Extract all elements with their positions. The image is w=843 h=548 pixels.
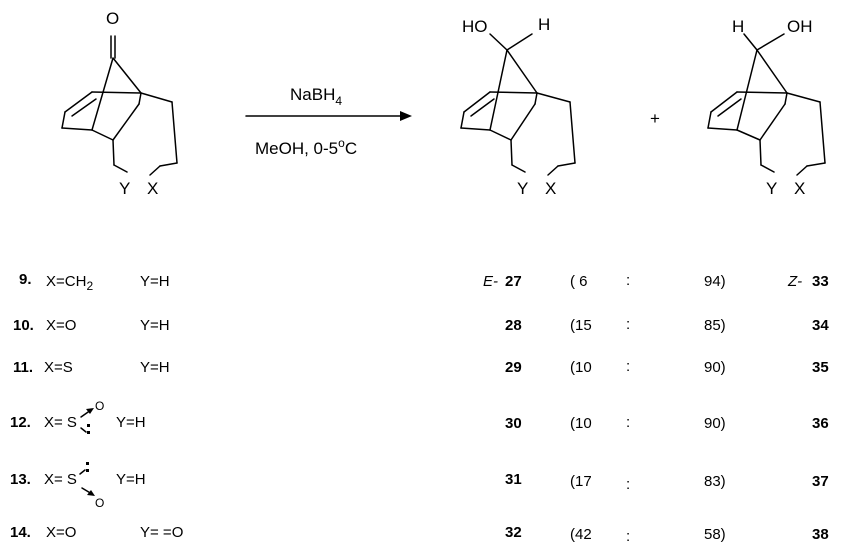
- x-substituent: X=CH2: [46, 273, 93, 293]
- table-row: 14. X=O Y= =O 32 (42 : 58) 38: [10, 524, 829, 545]
- e-prefix: E-: [483, 273, 498, 290]
- ratio-z: 58): [704, 526, 726, 543]
- compound-number: 12.: [10, 414, 31, 431]
- lone-pair-dot: [86, 469, 89, 472]
- table-row: 13. X= S O Y=H 31 (17 : 83) 37: [10, 462, 829, 510]
- e-product-number: 29: [505, 359, 522, 376]
- product-e-x-label: X: [545, 179, 556, 198]
- table-row: 10. X=O Y=H 28 (15 : 85) 34: [13, 316, 829, 334]
- product-z: H OH Y X: [707, 17, 826, 198]
- table-row: 11. X=S Y=H 29 (10 : 90) 35: [13, 358, 829, 376]
- product-z-hydroxyl-label: OH: [787, 17, 813, 36]
- sulfoxide-oxygen-label: O: [95, 399, 104, 413]
- x-substituent: X= S: [44, 414, 77, 431]
- ratio-e: (17: [570, 473, 592, 490]
- e-product-number: 30: [505, 415, 522, 432]
- ketone-x-label: X: [147, 179, 158, 198]
- ratio-z: 85): [704, 317, 726, 334]
- ratio-e: (10: [570, 415, 592, 432]
- sulfoxide-oxygen-down: O: [79, 462, 104, 510]
- table-row: 12. X= S O Y=H 30 (10 : 90) 36: [10, 399, 829, 434]
- z-product-number: 33: [812, 273, 829, 290]
- z-product-number: 36: [812, 415, 829, 432]
- lone-pair-dot: [86, 462, 89, 465]
- e-product-number: 31: [505, 471, 522, 488]
- product-z-hydrogen-label: H: [732, 17, 744, 36]
- product-e: HO H Y X: [460, 15, 576, 198]
- ratio-separator: :: [626, 272, 630, 289]
- ratio-separator: :: [626, 358, 630, 375]
- ratio-z: 90): [704, 359, 726, 376]
- e-product-number: 27: [505, 273, 522, 290]
- y-substituent: Y=H: [116, 414, 146, 431]
- ratio-z: 94): [704, 273, 726, 290]
- product-z-y-label: Y: [766, 179, 777, 198]
- ratio-z: 90): [704, 415, 726, 432]
- e-product-number: 28: [505, 317, 522, 334]
- ratio-separator: :: [626, 414, 630, 431]
- y-substituent: Y=H: [140, 273, 170, 290]
- reagent-label: NaBH4: [290, 85, 342, 108]
- starting-ketone: O Y X: [61, 9, 178, 198]
- x-substituent: X=S: [44, 359, 73, 376]
- ratio-z: 83): [704, 473, 726, 490]
- ratio-separator: :: [626, 316, 630, 333]
- z-prefix: Z-: [787, 273, 802, 290]
- compound-number: 13.: [10, 471, 31, 488]
- z-product-number: 35: [812, 359, 829, 376]
- z-product-number: 37: [812, 473, 829, 490]
- e-product-number: 32: [505, 524, 522, 541]
- compound-number: 11.: [13, 359, 33, 376]
- y-substituent: Y=H: [116, 471, 146, 488]
- x-substituent: X=O: [46, 317, 76, 334]
- compound-number: 10.: [13, 317, 34, 334]
- lone-pair-dot: [87, 431, 90, 434]
- x-substituent: X=O: [46, 524, 76, 541]
- ratio-e: ( 6: [570, 273, 588, 290]
- reaction-arrow: NaBH4 MeOH, 0-5oC: [245, 85, 412, 158]
- table-row: 9. X=CH2 Y=H E- 27 ( 6 : 94) Z- 33: [19, 271, 829, 293]
- product-e-hydrogen-label: H: [538, 15, 550, 34]
- lone-pair-dot: [87, 424, 90, 427]
- ratio-e: (42: [570, 526, 592, 543]
- compound-number: 14.: [10, 524, 31, 541]
- z-product-number: 38: [812, 526, 829, 543]
- product-e-hydroxyl-label: HO: [462, 17, 488, 36]
- product-z-x-label: X: [794, 179, 805, 198]
- conditions-label: MeOH, 0-5oC: [255, 136, 357, 158]
- product-e-y-label: Y: [517, 179, 528, 198]
- compound-number: 9.: [19, 271, 32, 288]
- ratio-e: (15: [570, 317, 592, 334]
- ketone-oxygen-label: O: [106, 9, 119, 28]
- ketone-y-label: Y: [119, 179, 130, 198]
- ratio-e: (10: [570, 359, 592, 376]
- ratio-separator: :: [626, 476, 630, 493]
- ratio-separator: :: [626, 528, 630, 545]
- y-substituent: Y=H: [140, 317, 170, 334]
- sulfoxide-oxygen-up: O: [80, 399, 104, 434]
- y-substituent: Y= =O: [140, 524, 183, 541]
- plus-sign: +: [650, 109, 660, 128]
- sulfoxide-oxygen-label: O: [95, 496, 104, 510]
- y-substituent: Y=H: [140, 359, 170, 376]
- x-substituent: X= S: [44, 471, 77, 488]
- z-product-number: 34: [812, 317, 829, 334]
